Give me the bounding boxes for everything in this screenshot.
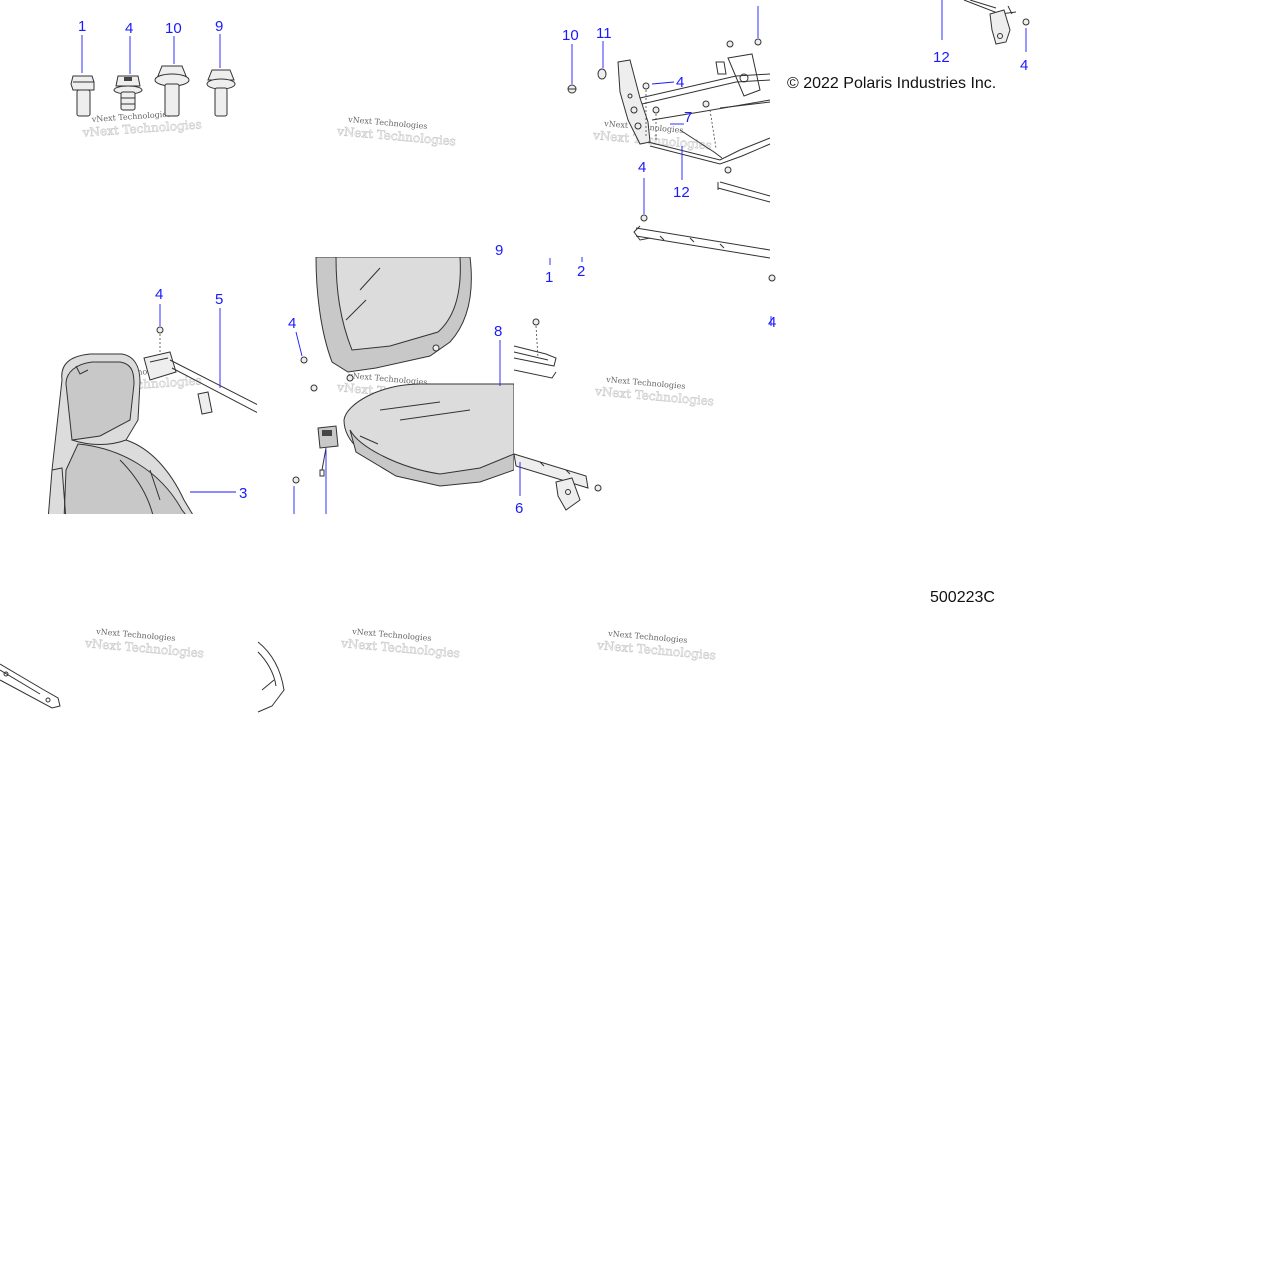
nut-part-11 <box>597 68 607 80</box>
callout-4-edge: 4 <box>768 314 776 331</box>
callout-12-fragment: 12 <box>933 49 950 66</box>
callout-9-seat: 9 <box>495 242 503 259</box>
seat-assembly-tile: 4 8 <box>288 257 514 514</box>
watermark-group: vNext Technologies vNext Technologies vN… <box>81 109 717 662</box>
callout-8: 8 <box>494 323 502 340</box>
callout-6: 6 <box>515 500 523 517</box>
drawing-number: 500223C <box>930 589 995 606</box>
callout-4-frame-lower: 4 <box>638 159 646 176</box>
callout-1-seat: 1 <box>545 269 553 286</box>
callout-10: 10 <box>165 20 182 37</box>
callout-10-frame: 10 <box>562 27 579 44</box>
callout-7: 7 <box>684 109 692 126</box>
seat-base-fragment: 12 4 <box>933 0 1030 74</box>
callout-2: 2 <box>577 263 585 280</box>
callout-11: 11 <box>596 25 612 42</box>
fastener-row: 1 4 10 9 <box>70 18 236 117</box>
callout-4-fragment: 4 <box>1020 57 1028 74</box>
bolt-part-9 <box>206 69 236 117</box>
callout-12-frame: 12 <box>673 184 690 201</box>
callout-4-headrest: 4 <box>155 286 163 303</box>
seat-belt-buckle <box>317 425 339 449</box>
seat-cushion <box>343 383 514 477</box>
bolt-part-10 <box>154 65 190 117</box>
callout-9: 9 <box>215 18 223 35</box>
callout-4-frame: 4 <box>676 74 684 91</box>
seat-rail-tile: 6 9 1 2 4 <box>495 242 776 517</box>
screw-part-4 <box>113 75 143 111</box>
slider-rail <box>513 453 589 489</box>
callout-1: 1 <box>78 18 86 35</box>
headrest-tile: 4 5 3 <box>47 286 257 514</box>
strap-fragment <box>0 663 61 709</box>
callout-4: 4 <box>125 20 133 37</box>
callout-3: 3 <box>239 485 247 502</box>
copyright-notice: © 2022 Polaris Industries Inc. <box>787 75 997 92</box>
bolt-part-10-frame <box>567 84 577 94</box>
callout-4-seat: 4 <box>288 315 296 332</box>
callout-5: 5 <box>215 291 223 308</box>
shell-fragment <box>257 641 285 713</box>
seat-frame-tile: 10 11 <box>562 6 771 259</box>
bolt-part-1 <box>70 75 95 117</box>
headrest-cushion <box>65 361 135 441</box>
